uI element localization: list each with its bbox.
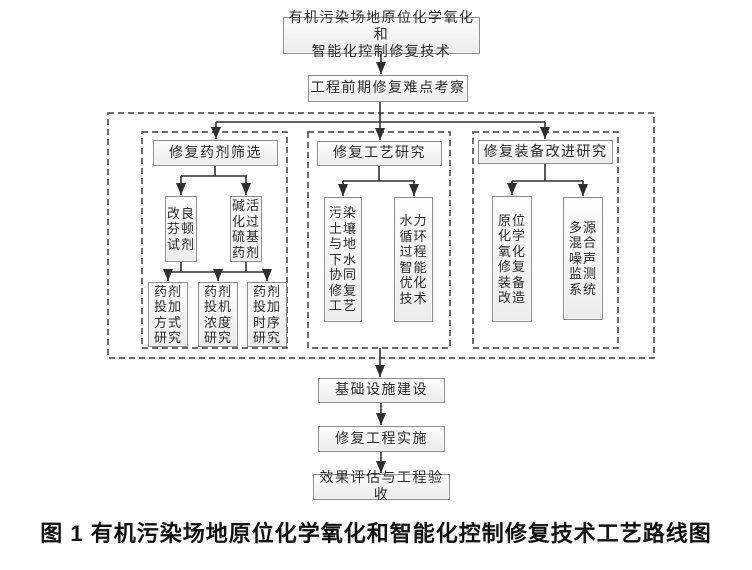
node-equipment-header: 修复装备改进研究 [478, 140, 613, 164]
node-dosing-method: 药剂 投加 方式 研究 [148, 282, 188, 347]
node-infrastructure: 基础设施建设 [318, 378, 445, 403]
node-alkali-persulfate: 碱活 化过 硫基 药剂 [230, 196, 262, 262]
node-root-technology: 有机污染场地原位化学氧化和 智能化控制修复技术 [283, 11, 480, 60]
node-noise-monitoring: 多源 混合 噪声 监测 系统 [563, 197, 603, 320]
node-dosing-concentration: 药剂 投机 浓度 研究 [198, 282, 238, 347]
node-acceptance: 效果评估与工程验收 [313, 471, 450, 503]
node-soil-groundwater: 污染 土壤 与地 下水 协同 修复 工艺 [324, 197, 362, 322]
node-process-header: 修复工艺研究 [317, 141, 442, 166]
figure-caption: 图 1 有机污染场地原位化学氧化和智能化控制修复技术工艺路线图 [40, 521, 712, 546]
node-fenton-reagent: 改良 芬顿 试剂 [165, 196, 197, 262]
node-implementation: 修复工程实施 [318, 426, 445, 452]
node-hydraulic-optimization: 水力 循环 过程 智能 优化 技术 [394, 197, 433, 322]
node-screening-header: 修复药剂筛选 [153, 140, 278, 166]
node-survey: 工程前期修复难点考察 [308, 75, 468, 102]
node-dosing-sequence: 药剂 投加 时序 研究 [247, 282, 287, 347]
node-insitu-equipment: 原位 化学 氧化 修复 装备 改造 [492, 196, 532, 322]
